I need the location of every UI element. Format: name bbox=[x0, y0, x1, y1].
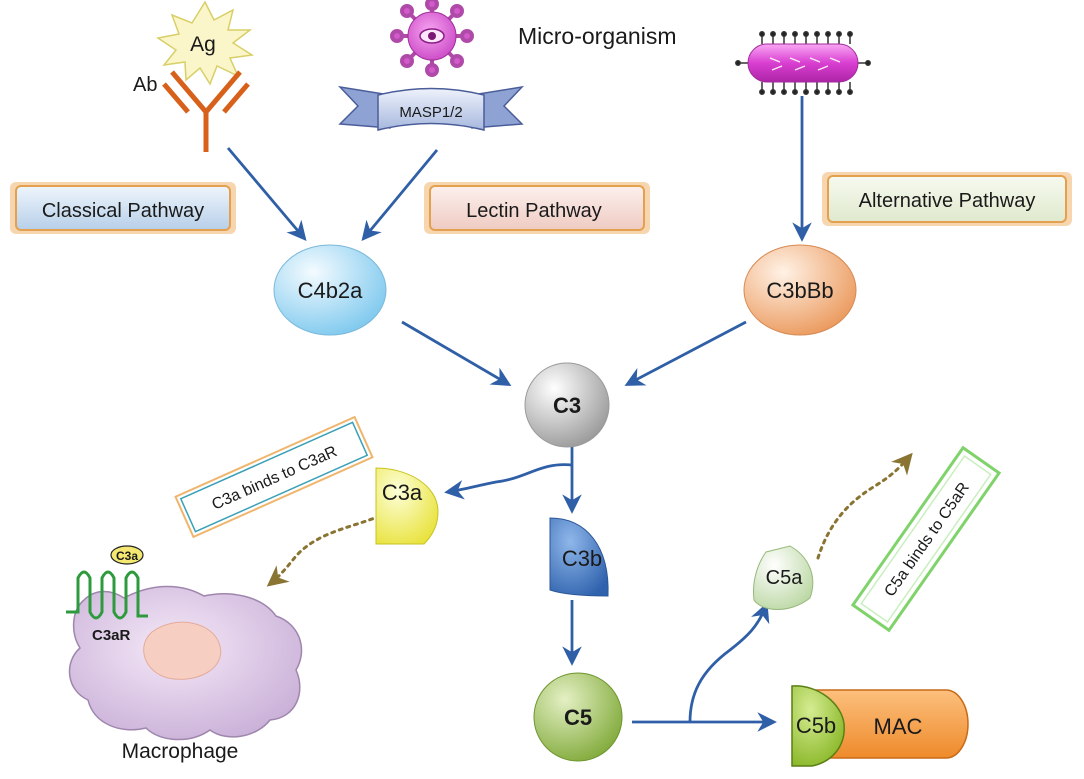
c3a-fragment: C3a bbox=[375, 467, 439, 545]
antibody-label: Ab bbox=[133, 74, 157, 96]
c5a-label: C5a bbox=[766, 567, 804, 589]
mac-complex: MAC C5b bbox=[791, 685, 969, 767]
c3a-ligand-label: C3a bbox=[116, 549, 138, 563]
macrophage-nucleus bbox=[143, 621, 222, 680]
classical-pathway-box: Classical Pathway bbox=[10, 182, 236, 234]
arrow-antibody-to-c4b2a bbox=[226, 147, 307, 241]
alternative-pathway-label: Alternative Pathway bbox=[859, 190, 1036, 212]
c3b-label: C3b bbox=[562, 546, 602, 571]
masp-banner: MASP1/2 bbox=[337, 85, 525, 131]
arrow-masp-to-c4b2a bbox=[361, 149, 439, 242]
arrow-c5-to-c5a bbox=[688, 602, 770, 723]
c4b2a-node: C4b2a bbox=[273, 244, 387, 336]
mac-label: MAC bbox=[874, 714, 923, 739]
microorganism-label: Micro-organism bbox=[518, 23, 676, 49]
c5a-binds-box: C5a binds to C5aR bbox=[850, 445, 1002, 633]
arrow-c4b2a-to-c3 bbox=[401, 320, 512, 386]
c5b-label: C5b bbox=[796, 713, 836, 738]
masp-label: MASP1/2 bbox=[399, 104, 462, 121]
c3bbb-node: C3bBb bbox=[743, 244, 857, 336]
pathway-arrows bbox=[226, 96, 812, 732]
c5a-fragment: C5a bbox=[753, 545, 814, 610]
classical-pathway-label: Classical Pathway bbox=[42, 200, 204, 222]
dotted-arrow-c3a-to-macrophage bbox=[266, 514, 382, 587]
lectin-pathway-box: Lectin Pathway bbox=[424, 182, 650, 234]
c3-node: C3 bbox=[524, 362, 610, 448]
macrophage-cell: C3a C3aR bbox=[66, 545, 303, 741]
arrow-c3bbb-to-c3 bbox=[624, 320, 747, 386]
c3ar-label: C3aR bbox=[92, 627, 131, 644]
binding-dotted-arrows bbox=[266, 452, 913, 587]
c3-label: C3 bbox=[553, 393, 581, 418]
c3a-binds-box: C3a binds to C3aR bbox=[174, 415, 374, 539]
c3a-label: C3a bbox=[382, 480, 423, 505]
c3bbb-label: C3bBb bbox=[766, 278, 833, 303]
bacterium-icon bbox=[735, 31, 871, 95]
c3a-ligand-bubble bbox=[110, 545, 144, 565]
c4b2a-label: C4b2a bbox=[298, 278, 364, 303]
antigen-antibody-icon: Ag Ab bbox=[133, 0, 255, 152]
c5-node: C5 bbox=[533, 672, 623, 762]
c3ar-receptor bbox=[66, 570, 148, 620]
lectin-pathway-label: Lectin Pathway bbox=[466, 200, 602, 222]
antibody-y-shape bbox=[162, 70, 250, 152]
arrow-c3-to-c3a bbox=[444, 463, 573, 500]
antigen-starburst bbox=[156, 0, 255, 86]
macrophage-label: Macrophage bbox=[122, 740, 239, 763]
dotted-arrow-c5a-to-receptor bbox=[816, 452, 913, 560]
antigen-label: Ag bbox=[190, 33, 216, 56]
c5-label: C5 bbox=[564, 705, 592, 730]
c3b-fragment: C3b bbox=[549, 517, 609, 597]
lectin-virus-icon bbox=[390, 0, 474, 77]
alternative-pathway-box: Alternative Pathway bbox=[822, 172, 1072, 226]
